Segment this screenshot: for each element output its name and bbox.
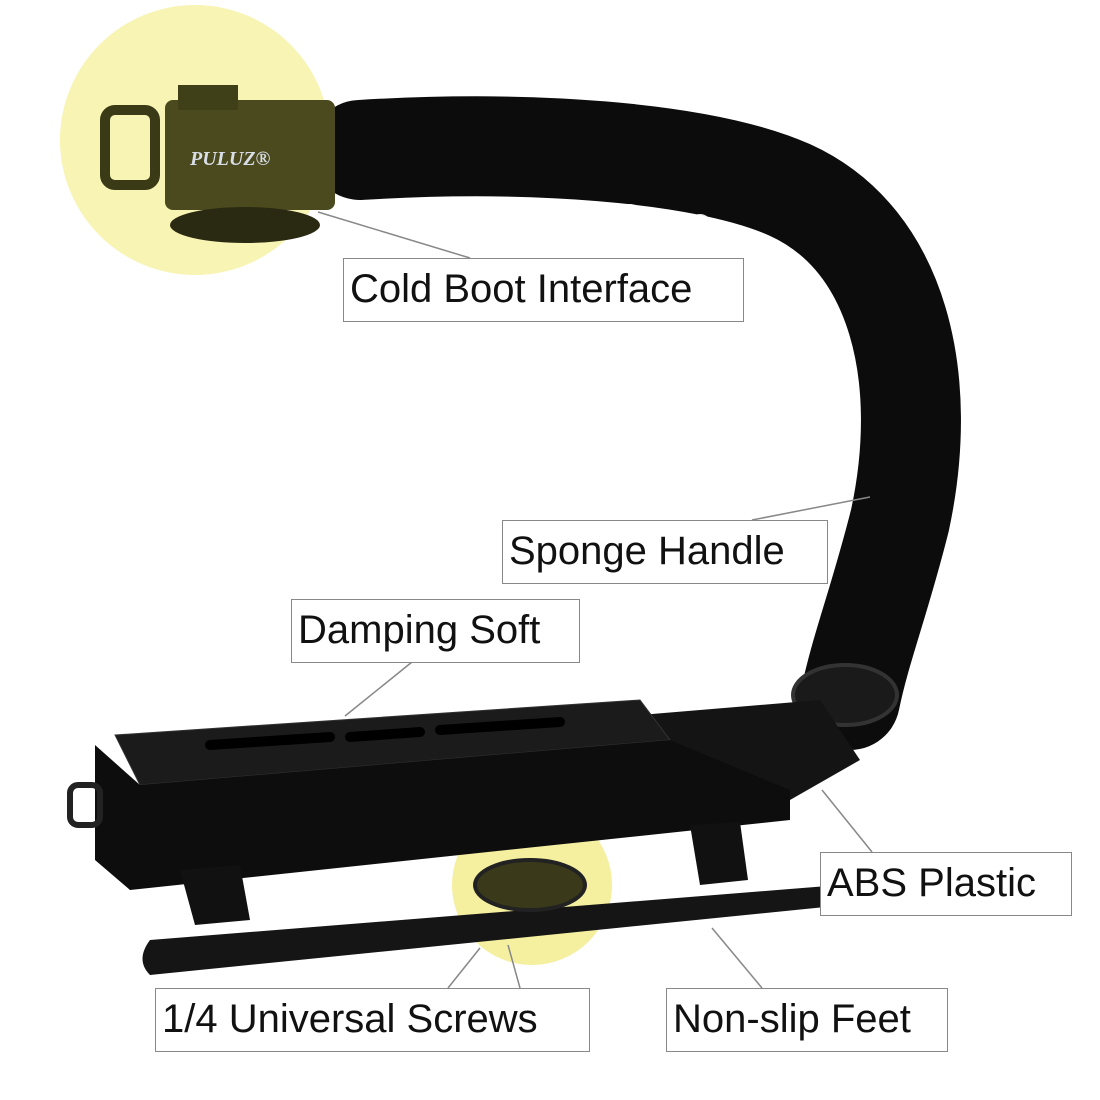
non-slip-feet-plate	[142, 885, 845, 975]
right-foot-bracket	[690, 822, 748, 885]
universal-screw	[473, 858, 587, 912]
label-non-slip-feet: Non-slip Feet	[666, 988, 948, 1052]
cold-boot-knob	[170, 207, 320, 243]
label-universal-screws: 1/4 Universal Screws	[155, 988, 590, 1052]
label-damping-soft: Damping Soft	[291, 599, 580, 663]
left-foot-bracket	[180, 865, 250, 925]
damping-slots	[205, 717, 565, 750]
handle-grip-ridges	[410, 199, 710, 230]
logo: PULUZ®	[189, 148, 271, 170]
strap-loop	[67, 782, 103, 828]
cold-boot-top	[178, 85, 238, 110]
cold-boot-clip	[100, 105, 160, 190]
sponge-handle	[310, 96, 961, 750]
label-sponge-handle: Sponge Handle	[502, 520, 828, 584]
cold-boot-shoe	[165, 100, 335, 210]
base-body	[95, 740, 790, 890]
leader-lines	[317, 211, 873, 989]
label-abs-plastic: ABS Plastic	[820, 852, 1072, 916]
label-cold-boot-interface: Cold Boot Interface	[343, 258, 744, 322]
